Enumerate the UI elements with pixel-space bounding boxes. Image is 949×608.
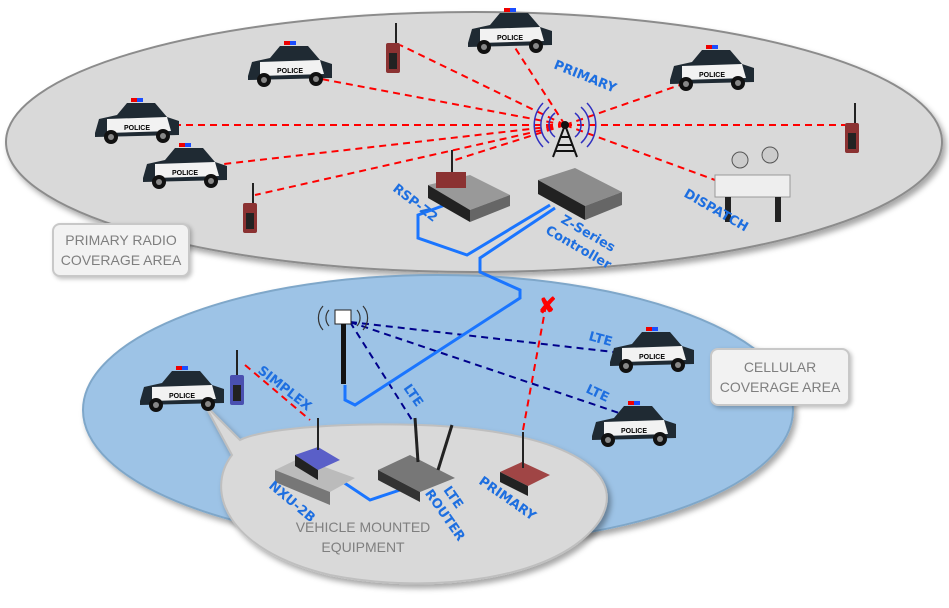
police-car: POLICE — [592, 401, 676, 447]
primary-radio-coverage-label: PRIMARY RADIO COVERAGE AREA — [52, 223, 190, 277]
lte-links — [349, 321, 641, 421]
cellular-coverage-label: CELLULAR COVERAGE AREA — [710, 348, 850, 406]
lte-label: LTE — [587, 329, 614, 350]
label-line: COVERAGE AREA — [60, 252, 182, 268]
label-line: CELLULAR — [743, 359, 817, 375]
label-line: COVERAGE AREA — [719, 379, 841, 395]
police-car: POLICE — [670, 45, 754, 91]
police-car: POLICE — [95, 98, 179, 144]
police-car: POLICE — [140, 366, 224, 412]
police-car: POLICE — [610, 327, 694, 373]
cell-tower-icon — [317, 305, 369, 384]
police-car: POLICE — [468, 8, 552, 54]
dispatch-console-icon — [714, 146, 791, 222]
lost-link-icon: ✘ — [538, 293, 556, 318]
svg-text:POLICE: POLICE — [621, 428, 647, 435]
rsp-z2-device — [428, 150, 510, 222]
svg-text:POLICE: POLICE — [124, 125, 150, 132]
primary-mobile-radio-device — [500, 432, 550, 496]
lte-router-device — [378, 417, 455, 502]
svg-text:POLICE: POLICE — [497, 35, 523, 42]
svg-text:POLICE: POLICE — [172, 170, 198, 177]
primary-radio-links — [170, 39, 845, 431]
z-series-controller-device — [538, 168, 622, 220]
police-car: POLICE — [248, 41, 332, 87]
handheld-radio-icon — [230, 350, 244, 405]
network-cables — [339, 203, 556, 502]
svg-text:POLICE: POLICE — [277, 68, 303, 75]
svg-text:POLICE: POLICE — [169, 393, 195, 400]
police-car: POLICE — [143, 143, 227, 189]
label-line: PRIMARY RADIO — [65, 232, 177, 248]
svg-text:POLICE: POLICE — [699, 72, 725, 79]
nxu-2b-device — [275, 418, 355, 505]
svg-text:POLICE: POLICE — [639, 354, 665, 361]
primary-tower-icon — [533, 102, 597, 158]
